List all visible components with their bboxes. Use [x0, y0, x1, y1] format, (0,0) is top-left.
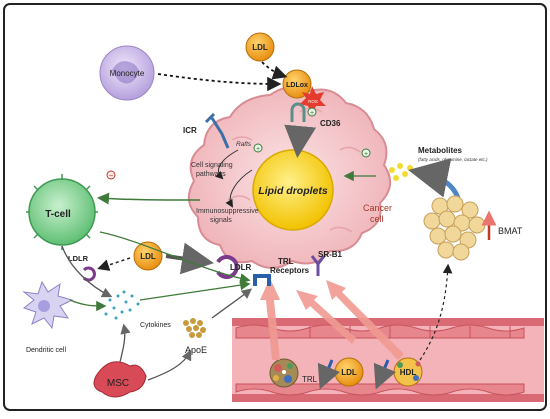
trl-vessel-label: TRL — [302, 375, 318, 384]
bmat — [423, 195, 486, 261]
monocyte: Monocyte — [99, 45, 155, 101]
ldlox: LDLox ROS — [282, 69, 326, 114]
msc-to-cytokines-arrow — [119, 323, 131, 363]
ldl-vessel-particle: LDL — [334, 357, 364, 387]
apoe-to-trl-arrow — [211, 288, 253, 319]
cell-label: cell — [370, 214, 384, 224]
hdl-particle: HDL — [393, 357, 423, 387]
ldlr-right-receptor: LDLR — [216, 255, 252, 279]
t-cell: T-cell — [26, 174, 98, 250]
cd36-label: CD36 — [320, 119, 341, 128]
vessel-arrow-1 — [317, 359, 340, 390]
metabolites-sub-label: (fatty acids, glutamine, lactate etc.) — [418, 157, 488, 162]
monocyte-to-ldlox-arrow — [157, 73, 282, 92]
plus-sign-metabolites-text: + — [364, 151, 368, 158]
cytokines — [104, 290, 140, 320]
plus-sign-rafts: + — [256, 146, 260, 153]
hdl-vessel-label: HDL — [400, 368, 417, 377]
signaling-arrow — [225, 169, 253, 208]
ldl-to-ldlox-arrow — [261, 61, 288, 80]
rafts-to-signaling-arrow — [214, 149, 239, 180]
cancer-label: Cancer — [363, 203, 392, 213]
lipid-droplets-label: Lipid droplets — [258, 185, 328, 197]
ldl-top: LDL — [245, 32, 275, 62]
dendritic-cell: Dendritic cell — [22, 280, 74, 354]
bmat-label: BMAT — [498, 226, 523, 236]
ldl-vessel-label: LDL — [341, 368, 357, 377]
plus-sign-ldlox-text: + — [310, 110, 314, 117]
icr-label: ICR — [183, 126, 197, 135]
dc-to-cytokines-arrow — [69, 299, 107, 312]
minus-sign-tcell — [106, 170, 116, 180]
cytokines-to-cancer-arrow — [139, 279, 251, 301]
trl-receptors-label-1: TRL — [278, 257, 294, 266]
ldl-to-ldlr-arrow — [165, 242, 214, 275]
ldl-mid-label: LDL — [140, 252, 156, 261]
ldlr-right-label: LDLR — [230, 263, 252, 272]
trl-particle: TRL — [269, 358, 318, 388]
trl-receptors: TRL Receptors — [253, 257, 310, 286]
vessel-arrow-2 — [373, 359, 396, 390]
ldlox-label: LDLox — [286, 82, 308, 89]
pathways-label: pathways — [196, 171, 226, 178]
red-uptake-arrows — [260, 278, 404, 360]
dendritic-label: Dendritic cell — [26, 347, 67, 354]
ldlr-left-label: LDLR — [68, 254, 89, 263]
tcell-label: T-cell — [45, 209, 71, 220]
cancer-to-tcell-arrow — [97, 192, 201, 205]
hdl-to-bmat-arrow — [419, 263, 453, 361]
signals-label: signals — [210, 217, 232, 224]
tcell-to-cancer-arrow — [99, 231, 251, 284]
lipid-droplet: Lipid droplets — [252, 149, 334, 231]
srb1-label: SR-B1 — [318, 250, 343, 259]
tcell-to-cytokines-arrow — [61, 245, 113, 298]
msc-label: MSC — [107, 378, 129, 389]
apoe — [183, 318, 206, 338]
ldl-to-tcell-arrow — [97, 257, 131, 271]
cytokines-label: Cytokines — [140, 322, 171, 329]
rafts-label: Rafts — [236, 141, 252, 148]
msc-cell: MSC — [93, 361, 147, 398]
icr-receptor: ICR + — [183, 112, 263, 153]
ros-label: ROS — [308, 99, 318, 104]
ldl-top-label: LDL — [252, 43, 268, 52]
trl-receptors-label-2: Receptors — [270, 266, 310, 275]
bmat-to-metabolites-arrow — [408, 158, 461, 200]
minus-sign-tcell-text: − — [109, 171, 114, 180]
plus-sign-metabolites — [361, 148, 371, 158]
plus-sign-ldlox — [307, 107, 317, 117]
cd36-receptor: CD36 — [284, 102, 341, 158]
metabolites-label: Metabolites — [418, 146, 463, 155]
apoe-label: ApoE — [185, 345, 207, 355]
srb1-receptor: SR-B1 — [310, 250, 343, 276]
monocyte-label: Monocyte — [110, 69, 145, 78]
cell-signaling-label: Cell signaling — [191, 162, 233, 169]
msc-to-apoe-arrow — [147, 349, 192, 381]
immunosuppressive-label: Immunosuppressive — [196, 208, 259, 215]
